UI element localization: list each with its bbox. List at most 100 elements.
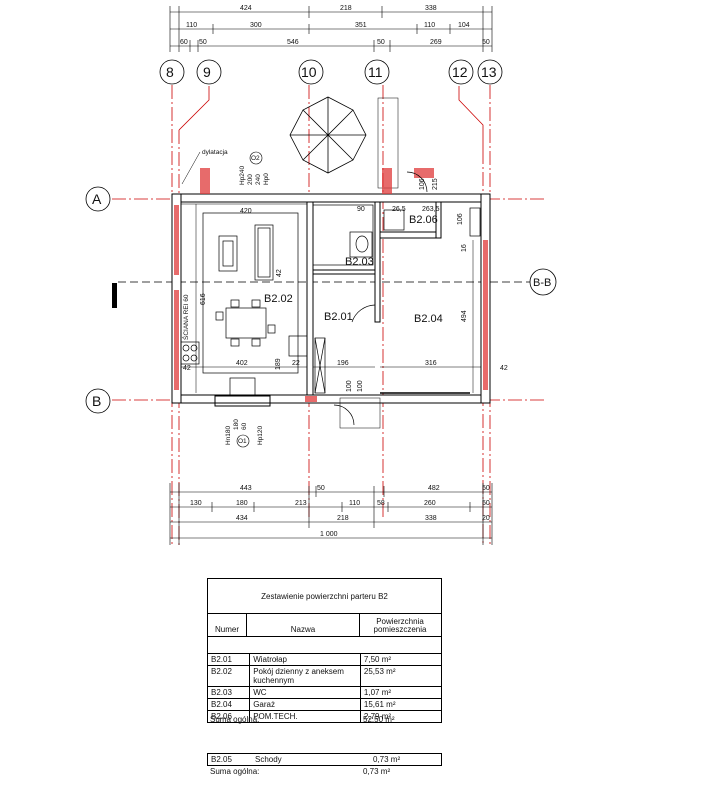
row-area: 25,53 m² (359, 666, 441, 686)
inner-dim-420: 420 (240, 208, 252, 215)
table-row: B2.03 WC 1,07 m² (208, 687, 441, 699)
dim-bot-12: 434 (236, 515, 248, 522)
dim-bot-8: 110 (349, 500, 360, 507)
dim-top-13: 269 (430, 39, 442, 46)
axis-bubble-9 (196, 59, 222, 85)
label-hp-3: 240 (255, 174, 262, 185)
row-area: 2,79 m² (359, 711, 441, 722)
umbrella-symbol (289, 96, 399, 189)
inner-dim-402: 402 (236, 360, 248, 367)
dim-bot-4: 50 (482, 485, 490, 492)
header-nazwa: Nazwa (246, 614, 359, 636)
label-hn-4: Hp120 (257, 425, 264, 445)
dim-top-3: 338 (425, 5, 437, 12)
inner-dim-263-5: 263,5 (422, 206, 440, 213)
wall-hatching (174, 168, 488, 402)
row-area: 15,61 m² (359, 699, 441, 710)
interior-walls (306, 201, 442, 396)
row-num: B2.01 (211, 655, 232, 664)
label-hp-4: Hp0 (263, 173, 270, 185)
axis-label-12: 12 (452, 64, 468, 80)
dim-bot-7: 213 (295, 500, 307, 507)
inner-dim-494: 494 (461, 310, 468, 322)
axis-bubble-a (85, 186, 111, 212)
exterior-walls (171, 193, 491, 404)
label-hn-1: Hn180 (225, 425, 232, 445)
dim-bot-2: 50 (317, 485, 325, 492)
table-row: B2.05 Schody 0,73 m² (208, 754, 441, 766)
section-label: B-B (533, 277, 551, 289)
sum2-value: 0,73 m² (363, 767, 391, 776)
sum-label: Suma ogólna: (210, 715, 260, 724)
table-header: Numer Nazwa Powierzchnia pomieszczenia (208, 614, 441, 637)
label-hn-2: 180 (233, 419, 240, 430)
dim-top-6: 351 (355, 22, 367, 29)
axis-label-13: 13 (481, 64, 497, 80)
inner-dim-lines (181, 203, 481, 393)
room-label-b204: B2.04 (414, 313, 443, 325)
header-area: Powierzchnia pomieszczenia (359, 614, 440, 636)
inner-dim-42b: 42 (500, 365, 508, 372)
axis-bubble-13 (477, 59, 503, 85)
row-name: Wiatrołap (249, 654, 360, 665)
row-area: 1,07 m² (359, 687, 441, 698)
section-arrow-left (112, 283, 117, 308)
room-label-b206: B2.06 (409, 214, 438, 226)
furniture (180, 171, 481, 429)
axis-bubble-12 (448, 59, 474, 85)
row-num: B2.06 (211, 712, 232, 721)
axis-label-11: 11 (368, 64, 383, 80)
inner-dim-106b: 106 (457, 213, 464, 225)
marker-o1 (236, 434, 250, 448)
dim-bot-9: 58 (377, 500, 385, 507)
dim-bot-6: 180 (236, 500, 248, 507)
axis-bubble-b (85, 388, 111, 414)
area-table: Zestawienie powierzchni parteru B2 Numer… (207, 578, 442, 723)
dim-top-8: 104 (458, 22, 470, 29)
dim-bot-15: 20 (482, 515, 490, 522)
inner-dim-42a: 42 (183, 365, 191, 372)
row-name: Schody (255, 755, 282, 764)
dim-top-11: 546 (287, 39, 299, 46)
dim-bot-5: 130 (190, 500, 202, 507)
inner-dim-100b: 100 (357, 380, 364, 392)
sum-row-2: Suma ogólna: 0,73 m² (207, 767, 390, 776)
dim-bot-14: 338 (425, 515, 437, 522)
inner-dim-22: 22 (292, 360, 300, 367)
dim-bot-10: 260 (424, 500, 436, 507)
label-hn-3: 60 (241, 422, 248, 430)
dim-top-4: 110 (186, 22, 197, 29)
axis-label-9: 9 (203, 64, 211, 80)
label-wall-rei: ŚCIANA REI 60 (181, 294, 190, 340)
label-o1: O1 (238, 438, 247, 445)
label-o2: O2 (251, 155, 260, 162)
axis-label-8: 8 (166, 64, 174, 80)
row-name: Pokój dzienny z aneksem kuchennym (249, 666, 360, 686)
row-num: B2.02 (211, 667, 232, 676)
axis-bubble-8 (159, 59, 185, 85)
inner-dim-215: 215 (432, 178, 439, 190)
dim-top-9: 60 (180, 39, 188, 46)
bottom-dimension-lines (169, 483, 493, 545)
dim-bot-13: 218 (337, 515, 349, 522)
marker-o2 (249, 151, 263, 165)
axis-leaders (178, 86, 484, 150)
inner-dim-189: 189 (275, 358, 282, 370)
sum-value: 52,50 m² (363, 715, 395, 724)
inner-dim-90: 90 (357, 206, 365, 213)
dim-top-2: 218 (340, 5, 352, 12)
row-name: Garaż (249, 699, 360, 710)
top-dimension-lines (169, 6, 493, 52)
dim-top-12: 50 (377, 39, 385, 46)
dim-top-7: 110 (424, 22, 435, 29)
axis-bubble-11 (364, 59, 390, 85)
row-name: POM.TECH. (249, 711, 360, 722)
row-num: B2.04 (211, 700, 232, 709)
area-table-2: B2.05 Schody 0,73 m² (207, 753, 442, 766)
row-num: B2.05 (211, 755, 232, 764)
axis-bubble-10 (298, 59, 324, 85)
axis-label-b: B (92, 393, 101, 409)
inner-dim-316: 316 (425, 360, 437, 367)
table-row: B2.06 POM.TECH. 2,79 m² (208, 711, 441, 722)
sum-row: Suma ogólna: 52,50 m² (207, 715, 395, 724)
